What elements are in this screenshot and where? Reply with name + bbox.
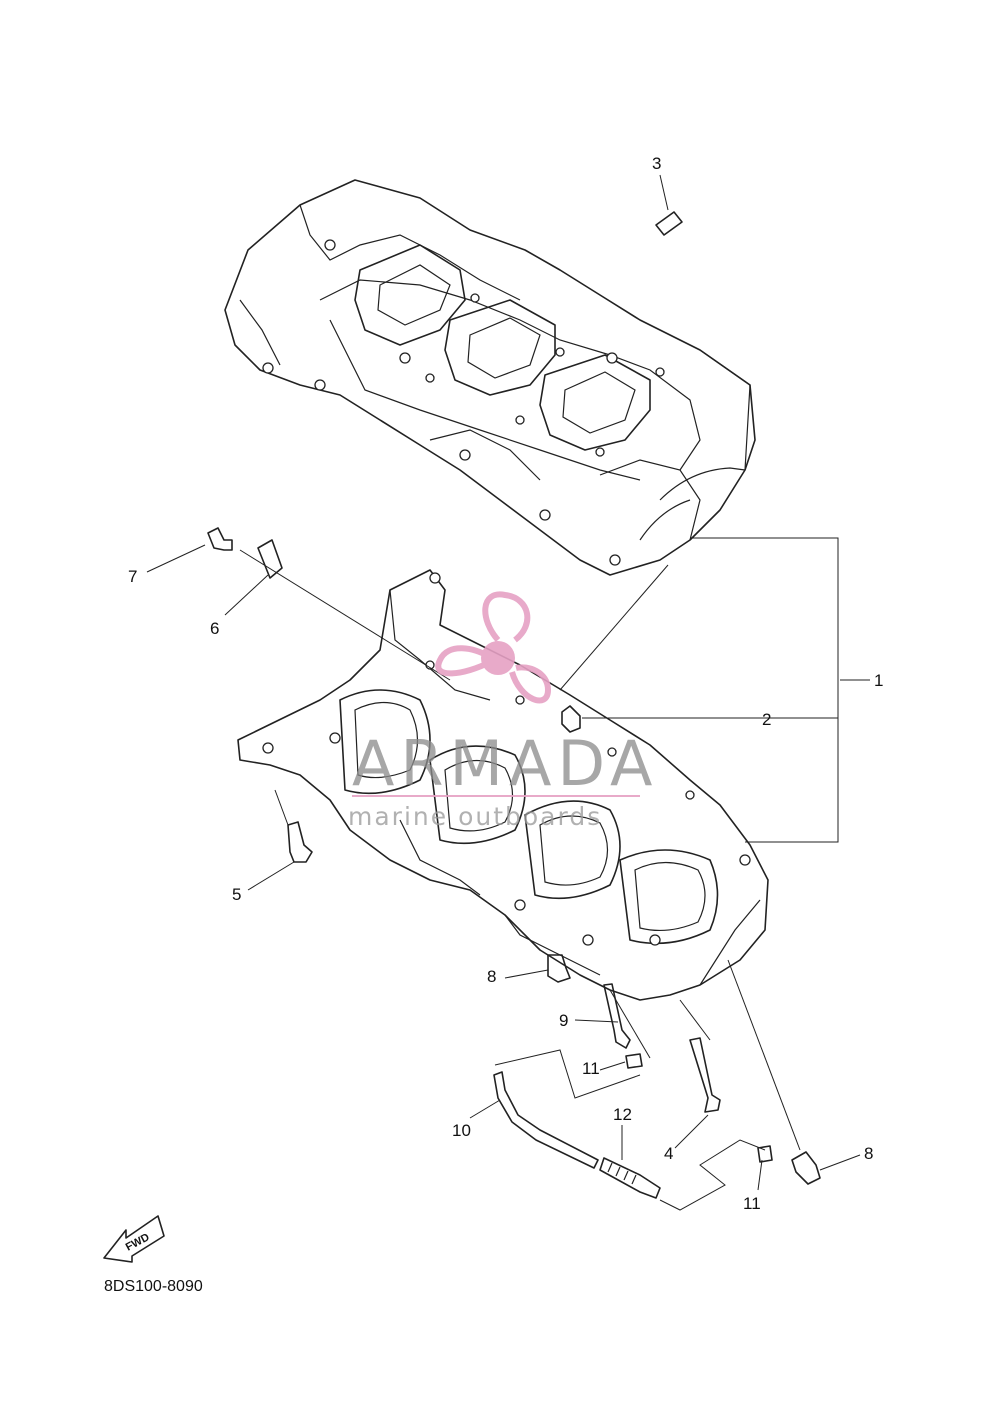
watermark-brand: ARMADA <box>352 727 658 800</box>
hose-12 <box>599 1157 661 1199</box>
callout-label: 1 <box>874 671 883 690</box>
lower-crankcase <box>237 569 769 1001</box>
callout-label: 2 <box>762 710 771 729</box>
dowel-pin-3 <box>655 211 683 236</box>
callout-label: 7 <box>128 567 137 586</box>
small-parts <box>207 211 821 1199</box>
propeller-logo-icon <box>435 591 552 704</box>
part-code: 8DS100-8090 <box>104 1278 203 1295</box>
callout-label: 4 <box>664 1144 673 1163</box>
bracket-6 <box>257 539 283 579</box>
hose-10 <box>493 1071 599 1169</box>
bolt-5 <box>287 821 313 863</box>
bolt-7 <box>207 527 233 551</box>
fwd-arrow-icon: FWD <box>103 1215 165 1263</box>
leader-lines <box>146 174 870 1211</box>
callout-label: 12 <box>613 1105 632 1124</box>
watermark-tagline: marine outboards <box>348 802 602 831</box>
stud-9 <box>603 983 631 1049</box>
fitting-8a <box>547 954 571 983</box>
callout-label: 10 <box>452 1121 471 1140</box>
bolt-4 <box>689 1037 721 1113</box>
upper-crankcase <box>224 179 756 576</box>
callout-label: 11 <box>582 1059 600 1078</box>
fwd-label: FWD <box>124 1231 152 1253</box>
callout-label: 11 <box>743 1194 761 1213</box>
cap-11a <box>625 1053 643 1069</box>
callout-label: 6 <box>210 619 219 638</box>
callout-label: 8 <box>487 967 496 986</box>
callout-labels: 1 2 3 4 5 6 7 8 8 9 10 11 11 12 <box>128 154 883 1213</box>
fitting-8b <box>791 1151 821 1185</box>
dowel-pin-2 <box>561 705 581 733</box>
watermark: ARMADA marine outboards <box>348 591 658 831</box>
callout-label: 9 <box>559 1011 568 1030</box>
callout-label: 8 <box>864 1144 873 1163</box>
callout-label: 3 <box>652 154 661 173</box>
callout-label: 5 <box>232 885 241 904</box>
cap-11b <box>757 1145 773 1163</box>
